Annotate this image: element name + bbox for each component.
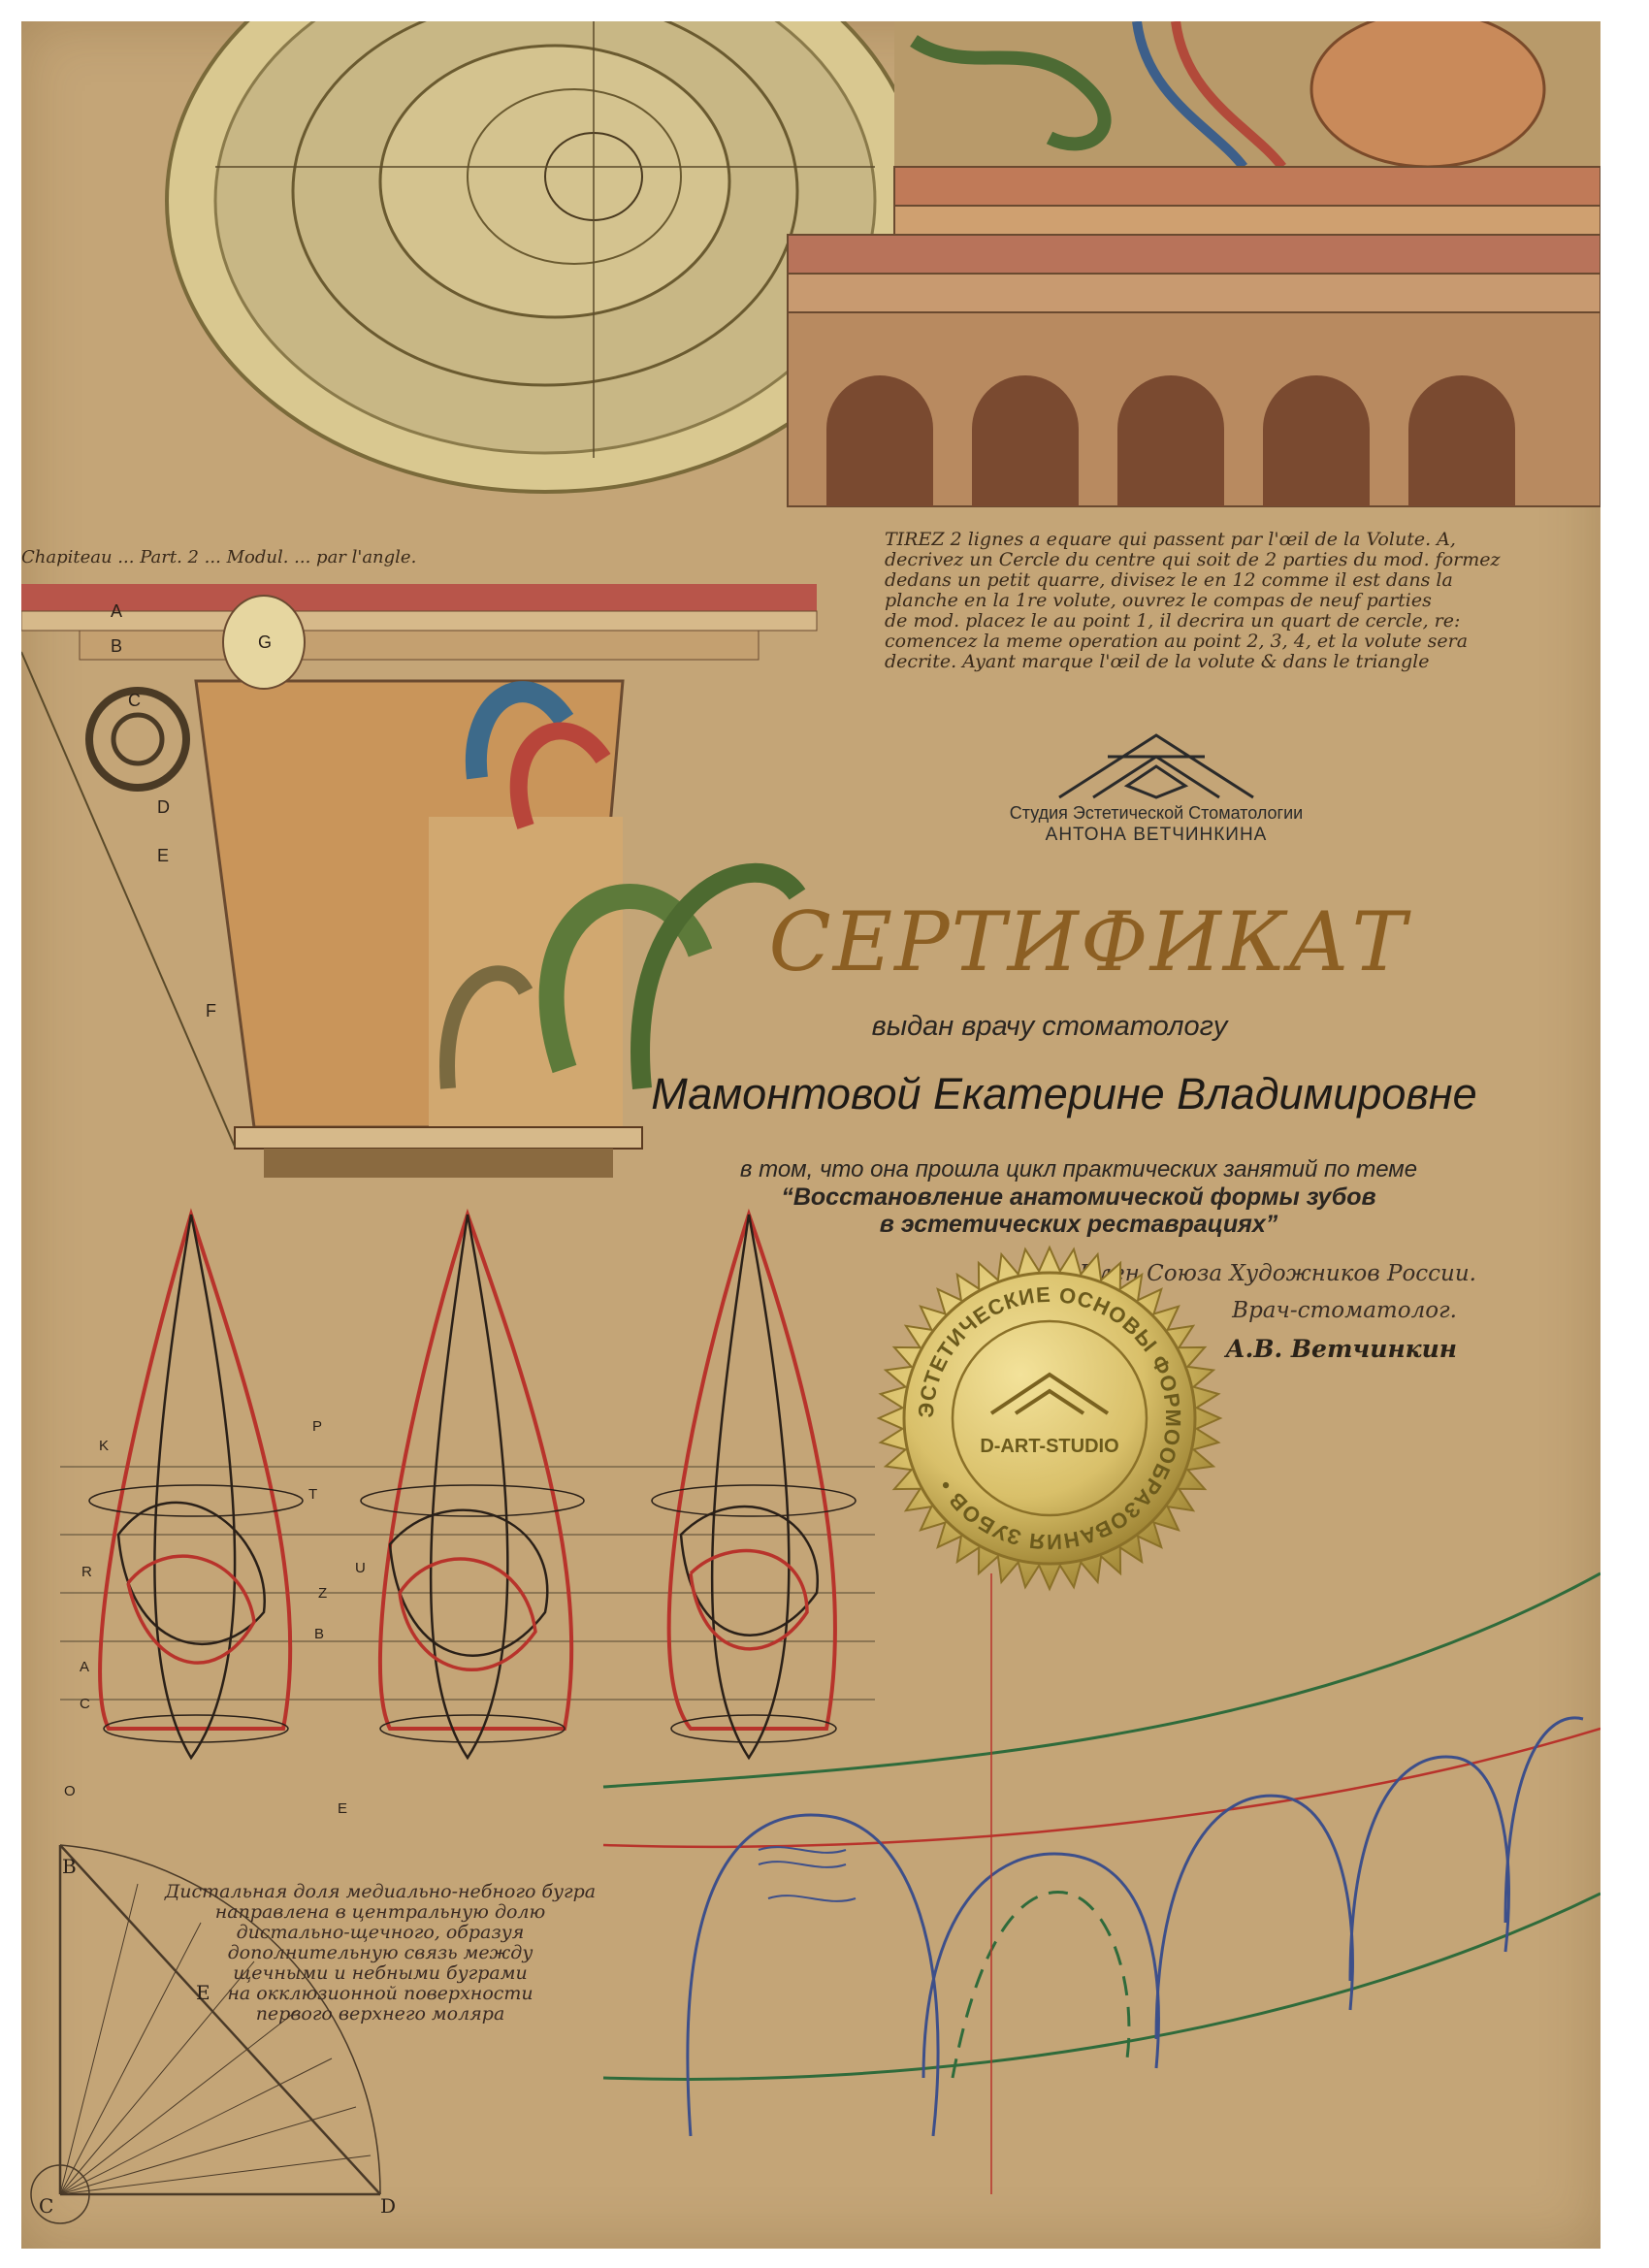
triangle-label: E [196,1981,210,2004]
capital-letter: C [128,691,141,710]
studio-name: Студия Эстетической Стоматологии [1009,803,1304,823]
capital-letter: A [111,601,123,621]
french-note-line: dedans un petit quarre, divisez le en 12… [885,569,1453,591]
capital-letter: F [206,1001,216,1021]
triangle-diagram [30,1844,381,2224]
french-note-line: de mod. placez le au point 1, il decrira… [885,610,1461,632]
seal-center-text: D-ART-STUDIO [980,1436,1118,1457]
triangle-label: C [39,2194,54,2218]
capital-letter: G [258,632,273,652]
studio-owner: АНТОНА ВЕТЧИНКИНА [1045,825,1268,845]
tooth-label: K [99,1438,110,1454]
statement-text: в том, что она прошла цикл практических … [739,1156,1418,1183]
caption-line: на окклюзионной поверхности [227,1983,534,2004]
tooth-diagrams [60,1208,875,1761]
tooth-label: E [338,1800,348,1817]
recipient-name: Мамонтовой Екатерине Владимировне [651,1069,1477,1118]
molar-caption: Дистальная доля медиально-небного бугра … [138,1882,623,2025]
caption-line: дистально-щечного, образуя [236,1922,525,1943]
french-note: TIREZ 2 lignes a equare qui passent par … [885,530,1544,672]
sketch-annotation: Chapiteau ... Part. 2 ... Modul. ... par… [21,547,417,567]
course-topic-line1: “Восстановление анатомической формы зубо… [781,1183,1376,1211]
caption-line: направлена в центральную долю [214,1901,546,1923]
tooth-label: P [312,1418,323,1435]
tooth-label: T [308,1486,318,1503]
tooth-label: O [64,1783,76,1799]
tooth-label: R [81,1564,92,1580]
triangle-label: D [380,2194,397,2218]
capital-letter: B [111,636,123,656]
french-note-line: planche en la 1re volute, ouvrez le comp… [885,590,1432,611]
tooth-label: Z [318,1585,328,1602]
signatory-name: А.В. Ветчинкин [1225,1335,1457,1363]
caption-line: дополнительную связь между [227,1942,534,1963]
volute-drawing [165,21,925,494]
caption-line: щечными и небными буграми [233,1962,528,1984]
signatory-title-1: Член Союза Художников России. [1080,1261,1476,1286]
certificate-title: СЕРТИФИКАТ [768,894,1408,989]
certificate-sheet: Chapiteau ... Part. 2 ... Modul. ... par… [21,21,1600,2249]
triangle-label: B [62,1855,77,1878]
caption-line: первого верхнего моляра [255,2003,505,2025]
caption-line: Дистальная доля медиально-небного бугра [164,1881,597,1902]
capital-drawing [21,584,818,1178]
signatory-title-2: Врач-стоматолог. [1232,1298,1457,1323]
tooth-label: B [314,1626,325,1642]
capital-letter: E [157,846,170,865]
incisor-drawing [602,1571,1600,2194]
french-note-line: decrite. Ayant marque l'œil de la volute… [885,651,1430,672]
tooth-label: U [355,1560,366,1576]
course-topic-line2: в эстетических реставрациях” [879,1211,1278,1238]
issued-to-label: выдан врачу стоматологу [871,1011,1228,1042]
french-note-line: decrivez un Cercle du centre qui soit de… [885,549,1501,570]
french-note-line: comencez la meme operation au point 2, 3… [885,631,1469,652]
french-note-line: TIREZ 2 lignes a equare qui passent par … [885,529,1456,550]
tooth-label: C [80,1696,90,1712]
gold-seal: ЭСТЕТИЧЕСКИЕ ОСНОВЫ ФОРМООБРАЗОВАНИЯ ЗУБ… [876,1245,1223,1592]
studio-logo-icon [1058,733,1254,799]
cornice-drawing [787,21,1600,507]
tooth-label: A [80,1659,90,1675]
background-artwork [21,21,1600,2224]
capital-letter: D [157,797,170,817]
